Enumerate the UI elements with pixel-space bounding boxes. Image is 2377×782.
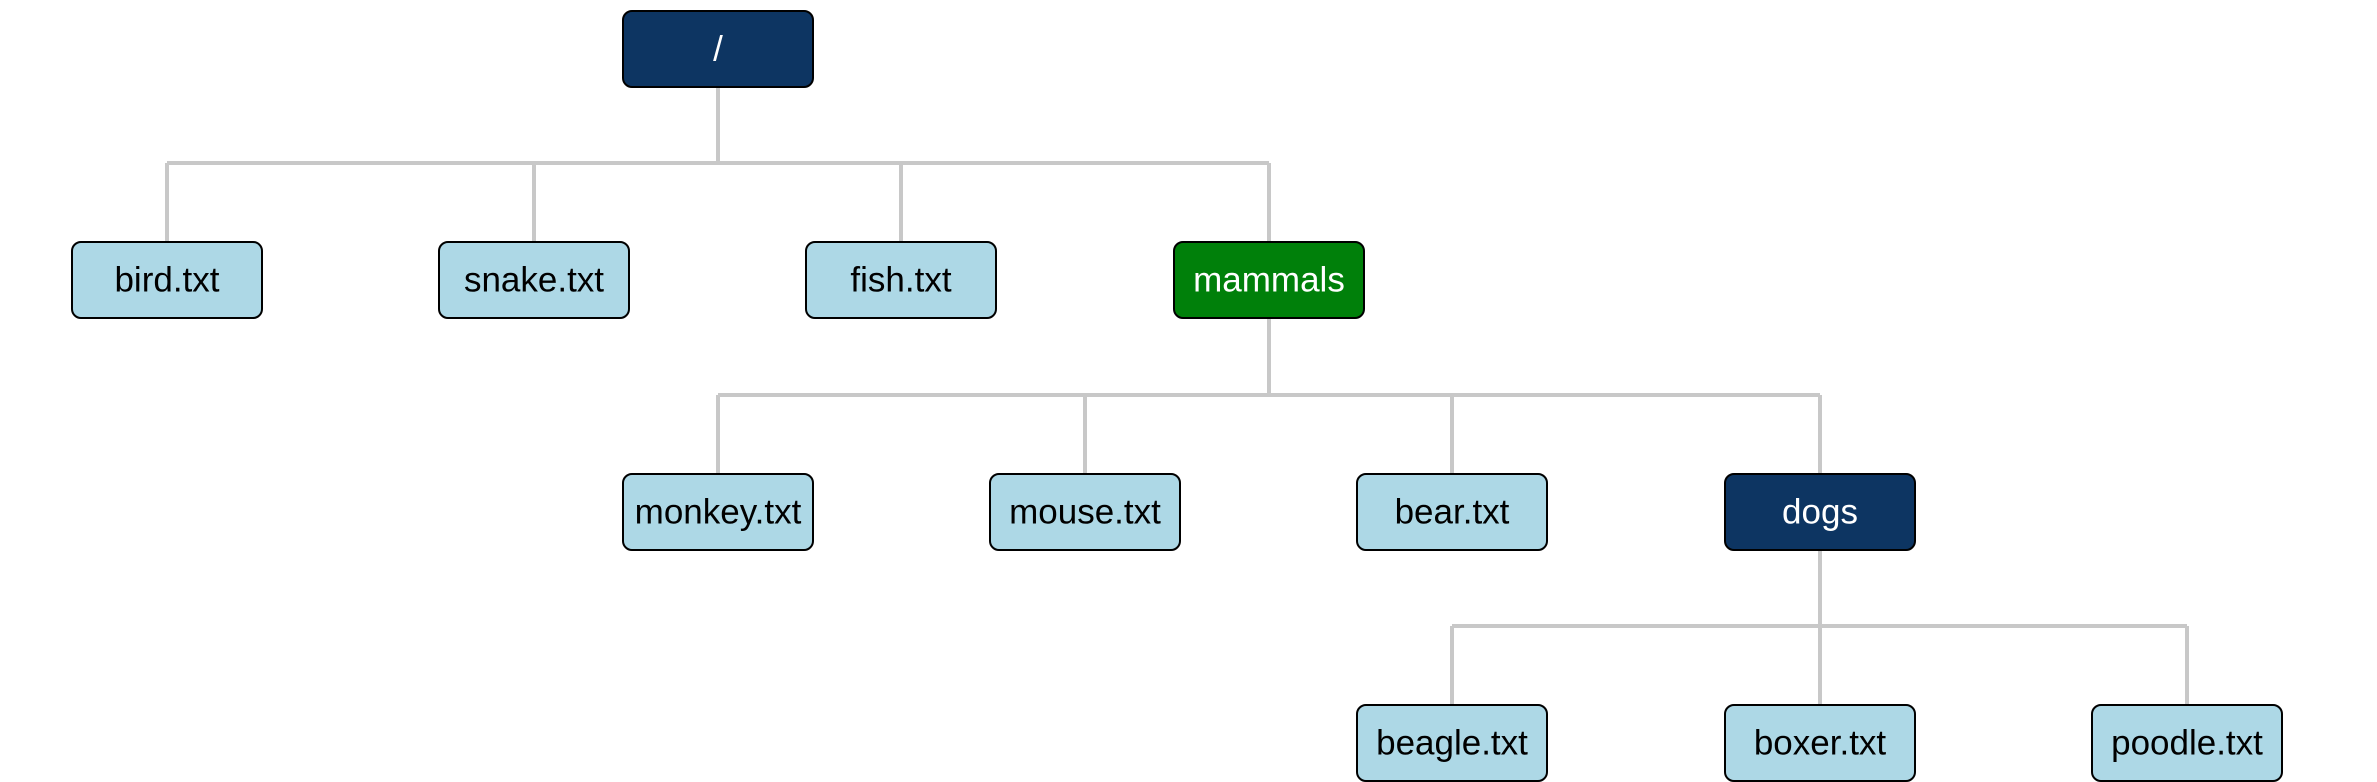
connector-mammals [716, 318, 1822, 473]
svg-text:mammals: mammals [1193, 261, 1345, 300]
svg-text:boxer.txt: boxer.txt [1754, 724, 1887, 763]
folder-node-root[interactable]: / [622, 10, 814, 88]
folder-node-dogs[interactable]: dogs [1724, 473, 1916, 551]
svg-text:poodle.txt: poodle.txt [2111, 724, 2263, 763]
svg-text:monkey.txt: monkey.txt [635, 493, 802, 532]
file-node-snake[interactable]: snake.txt [438, 241, 630, 319]
svg-text:/: / [713, 30, 723, 69]
folder-node-mammals[interactable]: mammals [1173, 241, 1365, 319]
file-node-monkey[interactable]: monkey.txt [622, 473, 814, 551]
svg-text:mouse.txt: mouse.txt [1009, 493, 1161, 532]
svg-text:fish.txt: fish.txt [850, 261, 951, 300]
svg-text:bear.txt: bear.txt [1395, 493, 1510, 532]
file-node-fish[interactable]: fish.txt [805, 241, 997, 319]
svg-text:bird.txt: bird.txt [114, 261, 219, 300]
svg-text:snake.txt: snake.txt [464, 261, 604, 300]
file-node-bird[interactable]: bird.txt [71, 241, 263, 319]
file-node-mouse[interactable]: mouse.txt [989, 473, 1181, 551]
file-node-beagle[interactable]: beagle.txt [1356, 704, 1548, 782]
tree-connectors [165, 87, 2189, 704]
file-node-bear[interactable]: bear.txt [1356, 473, 1548, 551]
svg-text:dogs: dogs [1782, 493, 1858, 532]
connector-dogs [1450, 550, 2189, 704]
connector-root [165, 87, 1271, 241]
svg-text:beagle.txt: beagle.txt [1376, 724, 1528, 763]
file-node-boxer[interactable]: boxer.txt [1724, 704, 1916, 782]
file-node-poodle[interactable]: poodle.txt [2091, 704, 2283, 782]
